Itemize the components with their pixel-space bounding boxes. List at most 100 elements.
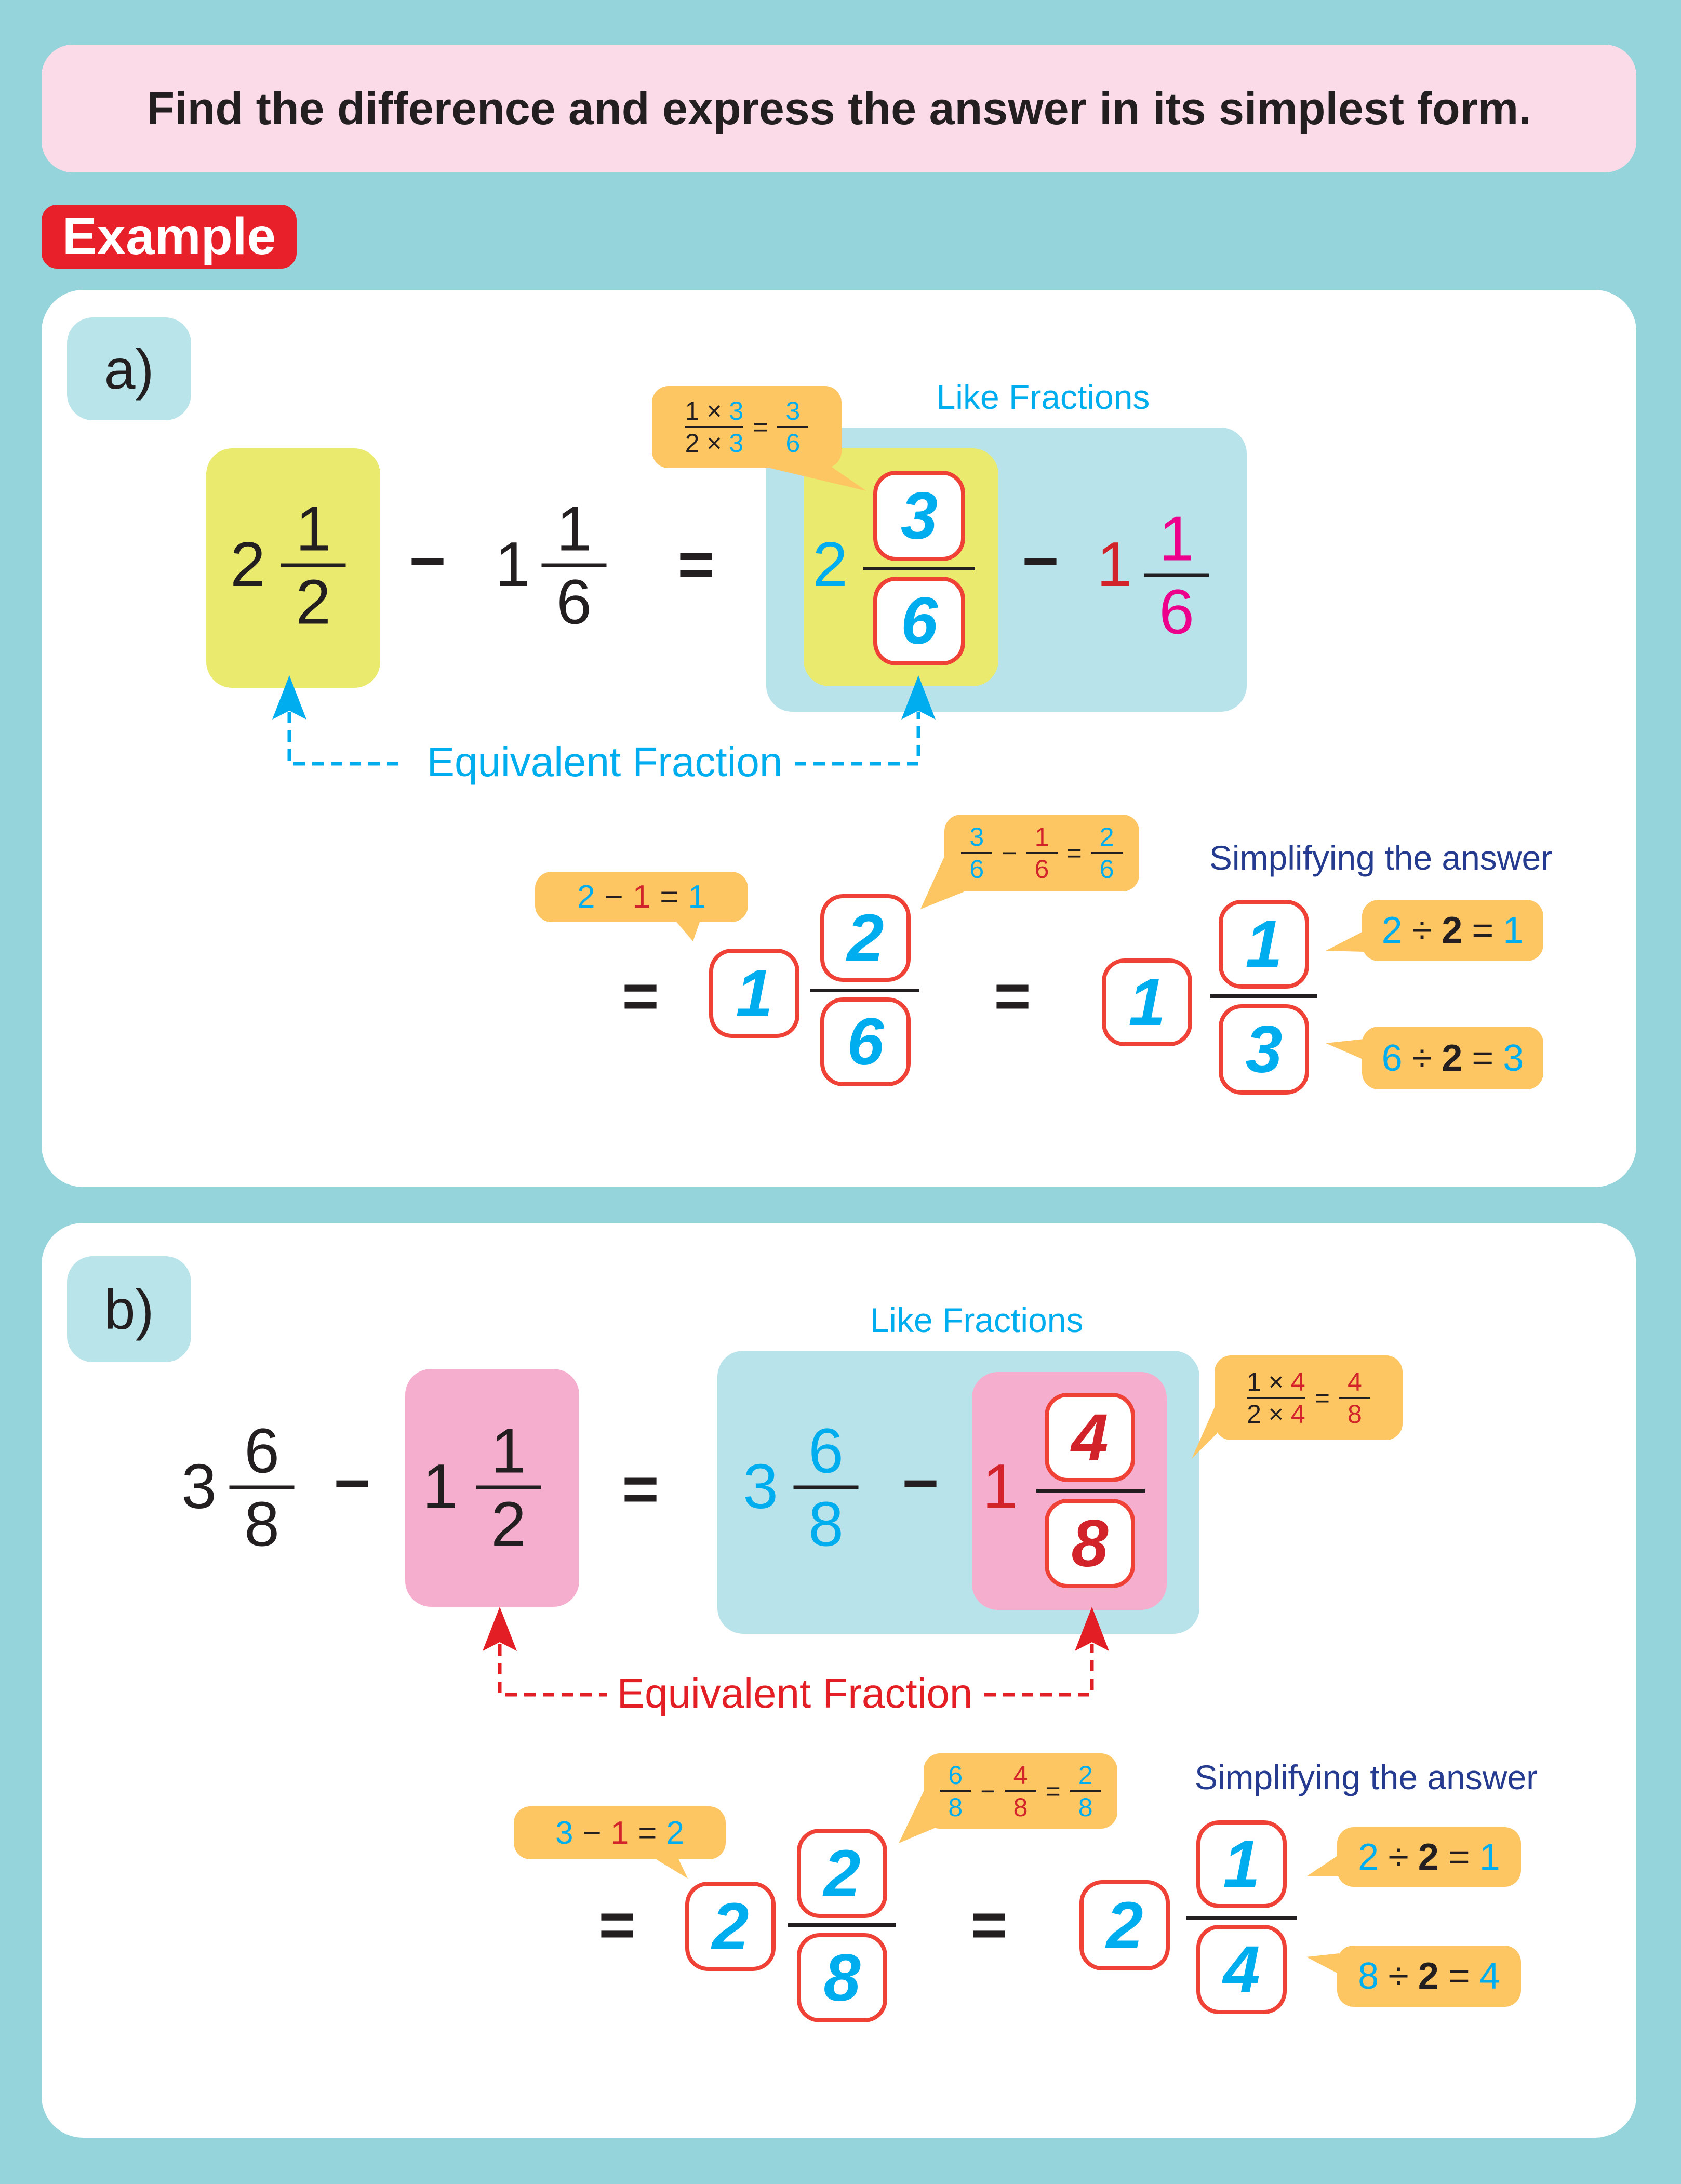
callout-number: 8: [1358, 1955, 1379, 1997]
callout-number: 4: [1479, 1955, 1500, 1997]
callout-equals: =: [1066, 838, 1082, 868]
callout-number: 4: [1348, 1367, 1362, 1396]
callout-tail: [1306, 1855, 1339, 1876]
equivalent-fraction-label: Equivalent Fraction: [617, 1670, 973, 1716]
callout-equals: =: [1472, 1037, 1494, 1079]
minus-sign: −: [902, 1448, 939, 1519]
callout-equals: =: [638, 1815, 657, 1851]
numerator: 1: [491, 1415, 526, 1486]
callout-operator: −: [980, 1776, 996, 1806]
denominator-box: 8: [1045, 1499, 1135, 1588]
whole-box: 1: [1102, 958, 1192, 1046]
callout-number: 3: [1503, 1037, 1524, 1079]
callout-operator: ×: [1268, 1367, 1284, 1396]
callout-number: 2: [1442, 1037, 1463, 1079]
callout-number: 4: [1290, 1399, 1305, 1429]
callout-number: 1: [610, 1815, 629, 1851]
callout-number: 1: [1503, 910, 1524, 951]
callout-equals: =: [1472, 910, 1494, 951]
callout-number: 6: [1099, 855, 1114, 884]
part-label-b: b): [67, 1256, 191, 1362]
part-label-a: a): [67, 317, 191, 420]
whole-box: 2: [1079, 1880, 1170, 1970]
whole-number: 1: [495, 529, 530, 600]
callout-number: 3: [785, 396, 801, 425]
equivalent-arrow-line-left: [287, 712, 399, 766]
callout-number: 3: [969, 822, 984, 851]
callout-operator: −: [1002, 838, 1017, 868]
fraction-bar: [788, 1923, 896, 1927]
callout-operator: −: [582, 1815, 602, 1851]
arrow-up-icon: [901, 675, 936, 720]
equivalent-highlight-left: [206, 448, 380, 688]
numerator-box: 2: [797, 1829, 887, 1918]
callout-number: 4: [1013, 1760, 1028, 1790]
callout-number: 1: [632, 879, 651, 915]
divide-callout-top: 2÷2=1: [1337, 1827, 1521, 1887]
fraction-bar: [1210, 994, 1317, 998]
callout-tail: [764, 467, 866, 491]
whole-number: 3: [181, 1451, 217, 1522]
callout-tail: [1192, 1403, 1217, 1459]
equivalent-fraction-label: Equivalent Fraction: [426, 739, 783, 785]
fraction-bar: [793, 1485, 859, 1489]
callout-operator: ÷: [1411, 1037, 1433, 1079]
callout-tail: [899, 1787, 945, 1843]
denominator-box: 4: [1196, 1925, 1287, 2014]
callout-tail: [675, 921, 700, 941]
callout-number: 3: [729, 429, 744, 458]
callout-operator: ÷: [1388, 1955, 1409, 1997]
minus-sign: −: [333, 1448, 371, 1519]
callout-equals: =: [753, 412, 768, 442]
callout-operator: ×: [706, 429, 722, 458]
callout-number: 2: [1247, 1399, 1261, 1429]
whole-number: 3: [743, 1451, 778, 1522]
numerator: 1: [296, 493, 331, 564]
fraction-bar: [541, 563, 607, 567]
callout-number: 8: [948, 1792, 963, 1822]
denominator: 6: [1159, 576, 1194, 647]
minus-sign: −: [409, 526, 446, 596]
whole-number: 1: [422, 1451, 458, 1522]
divide-callout-top: 2÷2=1: [1362, 900, 1543, 961]
fraction-bar: [1036, 1489, 1145, 1493]
equals-sign: =: [622, 961, 659, 1031]
callout-equals: =: [1314, 1383, 1330, 1413]
callout-tail: [653, 1858, 688, 1879]
callout-operator: −: [604, 879, 623, 915]
callout-number: 2: [1381, 910, 1403, 951]
whole-subtract-callout: 2−1=1: [535, 872, 748, 922]
numerator-box: 1: [1219, 900, 1309, 989]
equivalent-arrow-line-right: [795, 712, 920, 766]
callout-operator: ÷: [1411, 910, 1433, 951]
numerator: 6: [244, 1415, 279, 1486]
denominator: 8: [808, 1488, 844, 1560]
numerator-box: 1: [1196, 1820, 1287, 1908]
instruction-text: Find the difference and express the answ…: [146, 83, 1531, 134]
equals-sign: =: [622, 1454, 659, 1524]
callout-tail: [920, 852, 967, 909]
whole-box: 1: [709, 949, 799, 1038]
equals-sign: =: [970, 1889, 1008, 1960]
divide-callout-bottom: 6÷2=3: [1362, 1027, 1543, 1089]
callout-number: 4: [1290, 1367, 1305, 1396]
callout-number: 6: [1381, 1037, 1403, 1079]
denominator: 6: [556, 566, 592, 637]
fraction-bar: [281, 563, 346, 567]
callout-number: 2: [1078, 1760, 1093, 1790]
instruction-banner: Find the difference and express the answ…: [42, 45, 1636, 172]
divide-callout-bottom: 8÷2=4: [1337, 1946, 1521, 2007]
callout-equals: =: [1448, 1836, 1470, 1878]
callout-number: 2: [1358, 1836, 1379, 1878]
callout-number: 1: [1479, 1836, 1500, 1878]
numerator-box: 4: [1045, 1393, 1135, 1482]
callout-number: 1: [1034, 822, 1049, 851]
example-badge: Example: [42, 205, 297, 269]
